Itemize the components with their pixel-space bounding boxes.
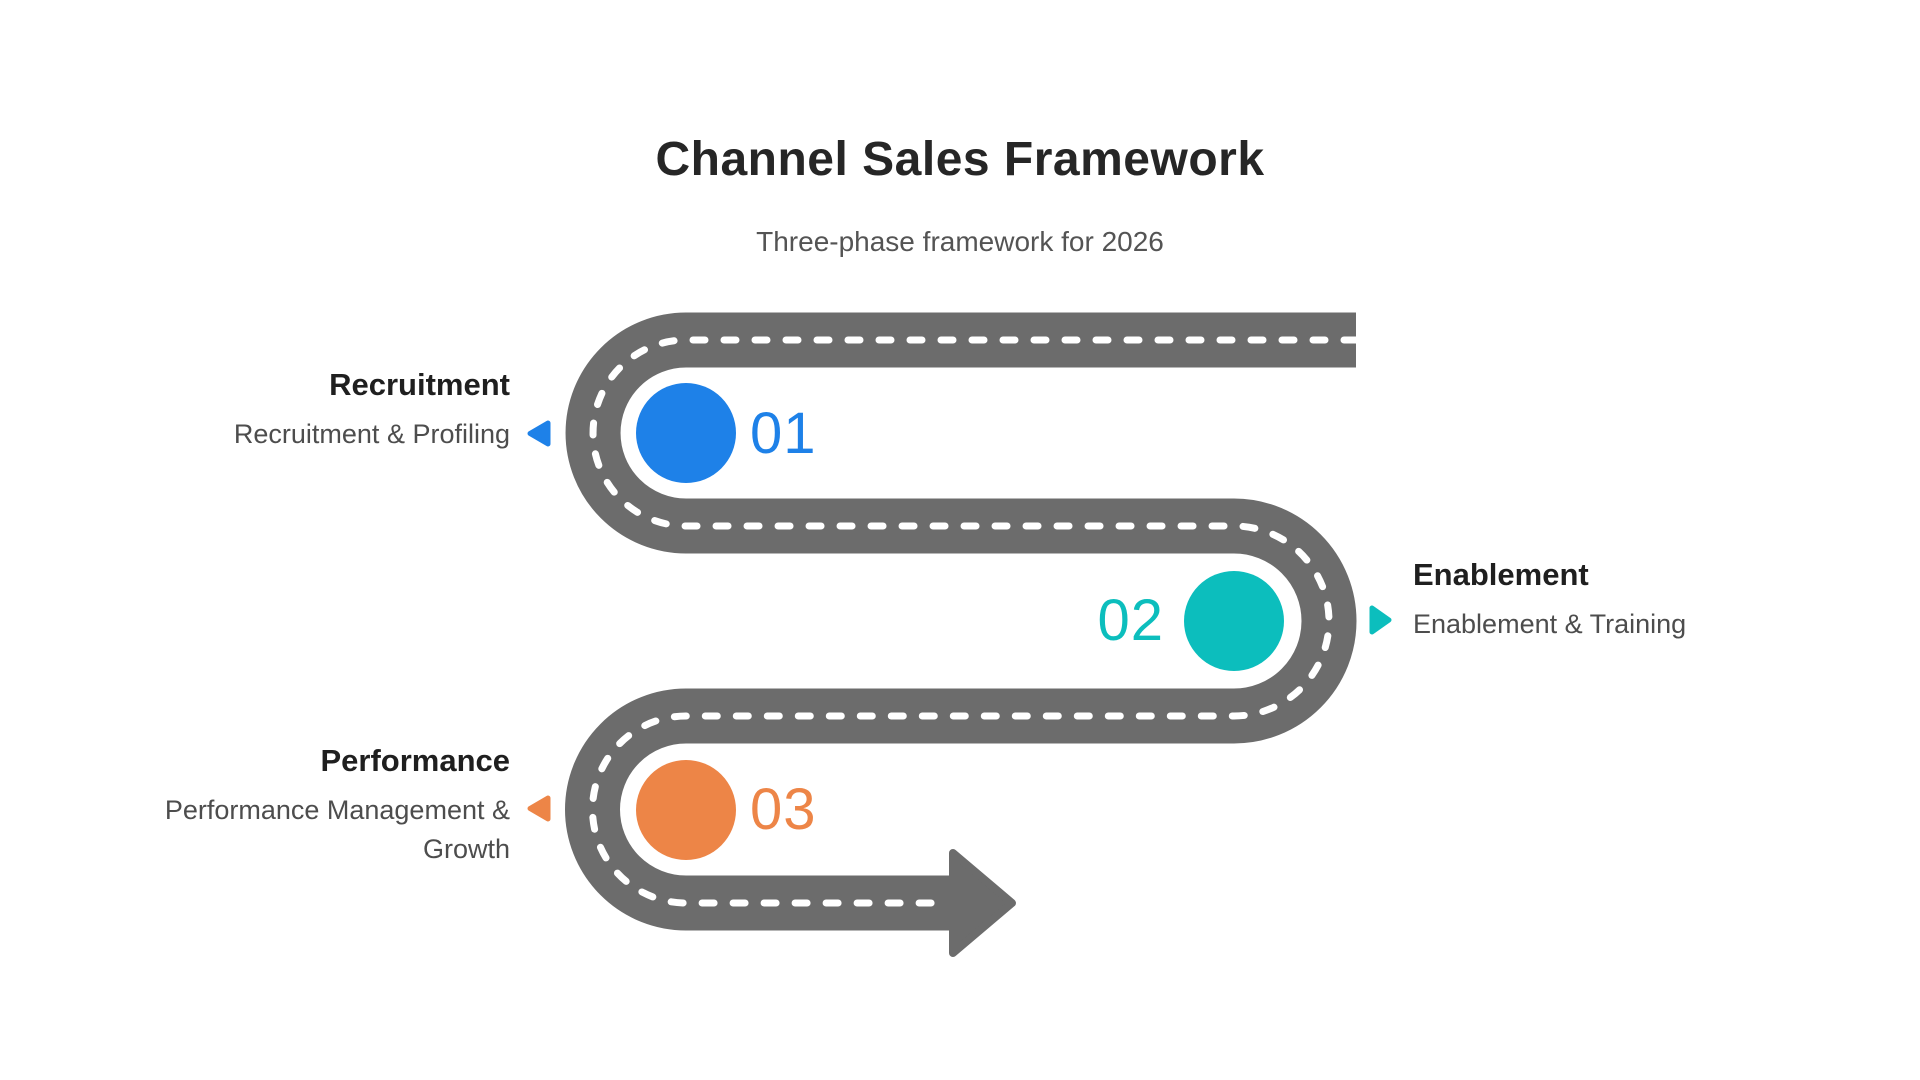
phase3-pointer-left-icon-edge — [527, 795, 551, 822]
road-arrowhead-icon — [953, 853, 1012, 953]
phase1-label: Recruitment — [329, 367, 510, 402]
phase3-circle — [636, 760, 736, 860]
phase3-label: Performance — [320, 743, 510, 778]
phase2-sublabel: Enablement & Training — [1413, 609, 1687, 640]
phase3-sublabel: Performance Management & Growth — [164, 795, 510, 865]
road-arrowhead-icon-fill — [949, 849, 1016, 957]
page-subtitle: Three-phase framework for 2026 — [756, 226, 1164, 257]
phase3-number: 03 — [750, 777, 817, 842]
phase1-circle — [636, 383, 736, 483]
page-title: Channel Sales Framework — [655, 133, 1265, 186]
phase2-number: 02 — [1097, 588, 1164, 653]
phase1-pointer-left-icon-edge — [527, 420, 551, 447]
phase2-label-block: Enablement Enablement & Training — [1413, 556, 1843, 644]
phase2-circle — [1184, 571, 1284, 671]
phase3-label-block: Performance Performance Management & Gro… — [140, 742, 510, 869]
phase2-label: Enablement — [1413, 557, 1589, 592]
phase1-sublabel: Recruitment & Profiling — [233, 419, 510, 450]
phase1-label-block: Recruitment Recruitment & Profiling — [140, 366, 510, 454]
phase2-pointer-right-icon-edge — [1369, 605, 1392, 635]
phase1-number: 01 — [750, 401, 817, 466]
road-center-dashes — [589, 336, 1360, 907]
